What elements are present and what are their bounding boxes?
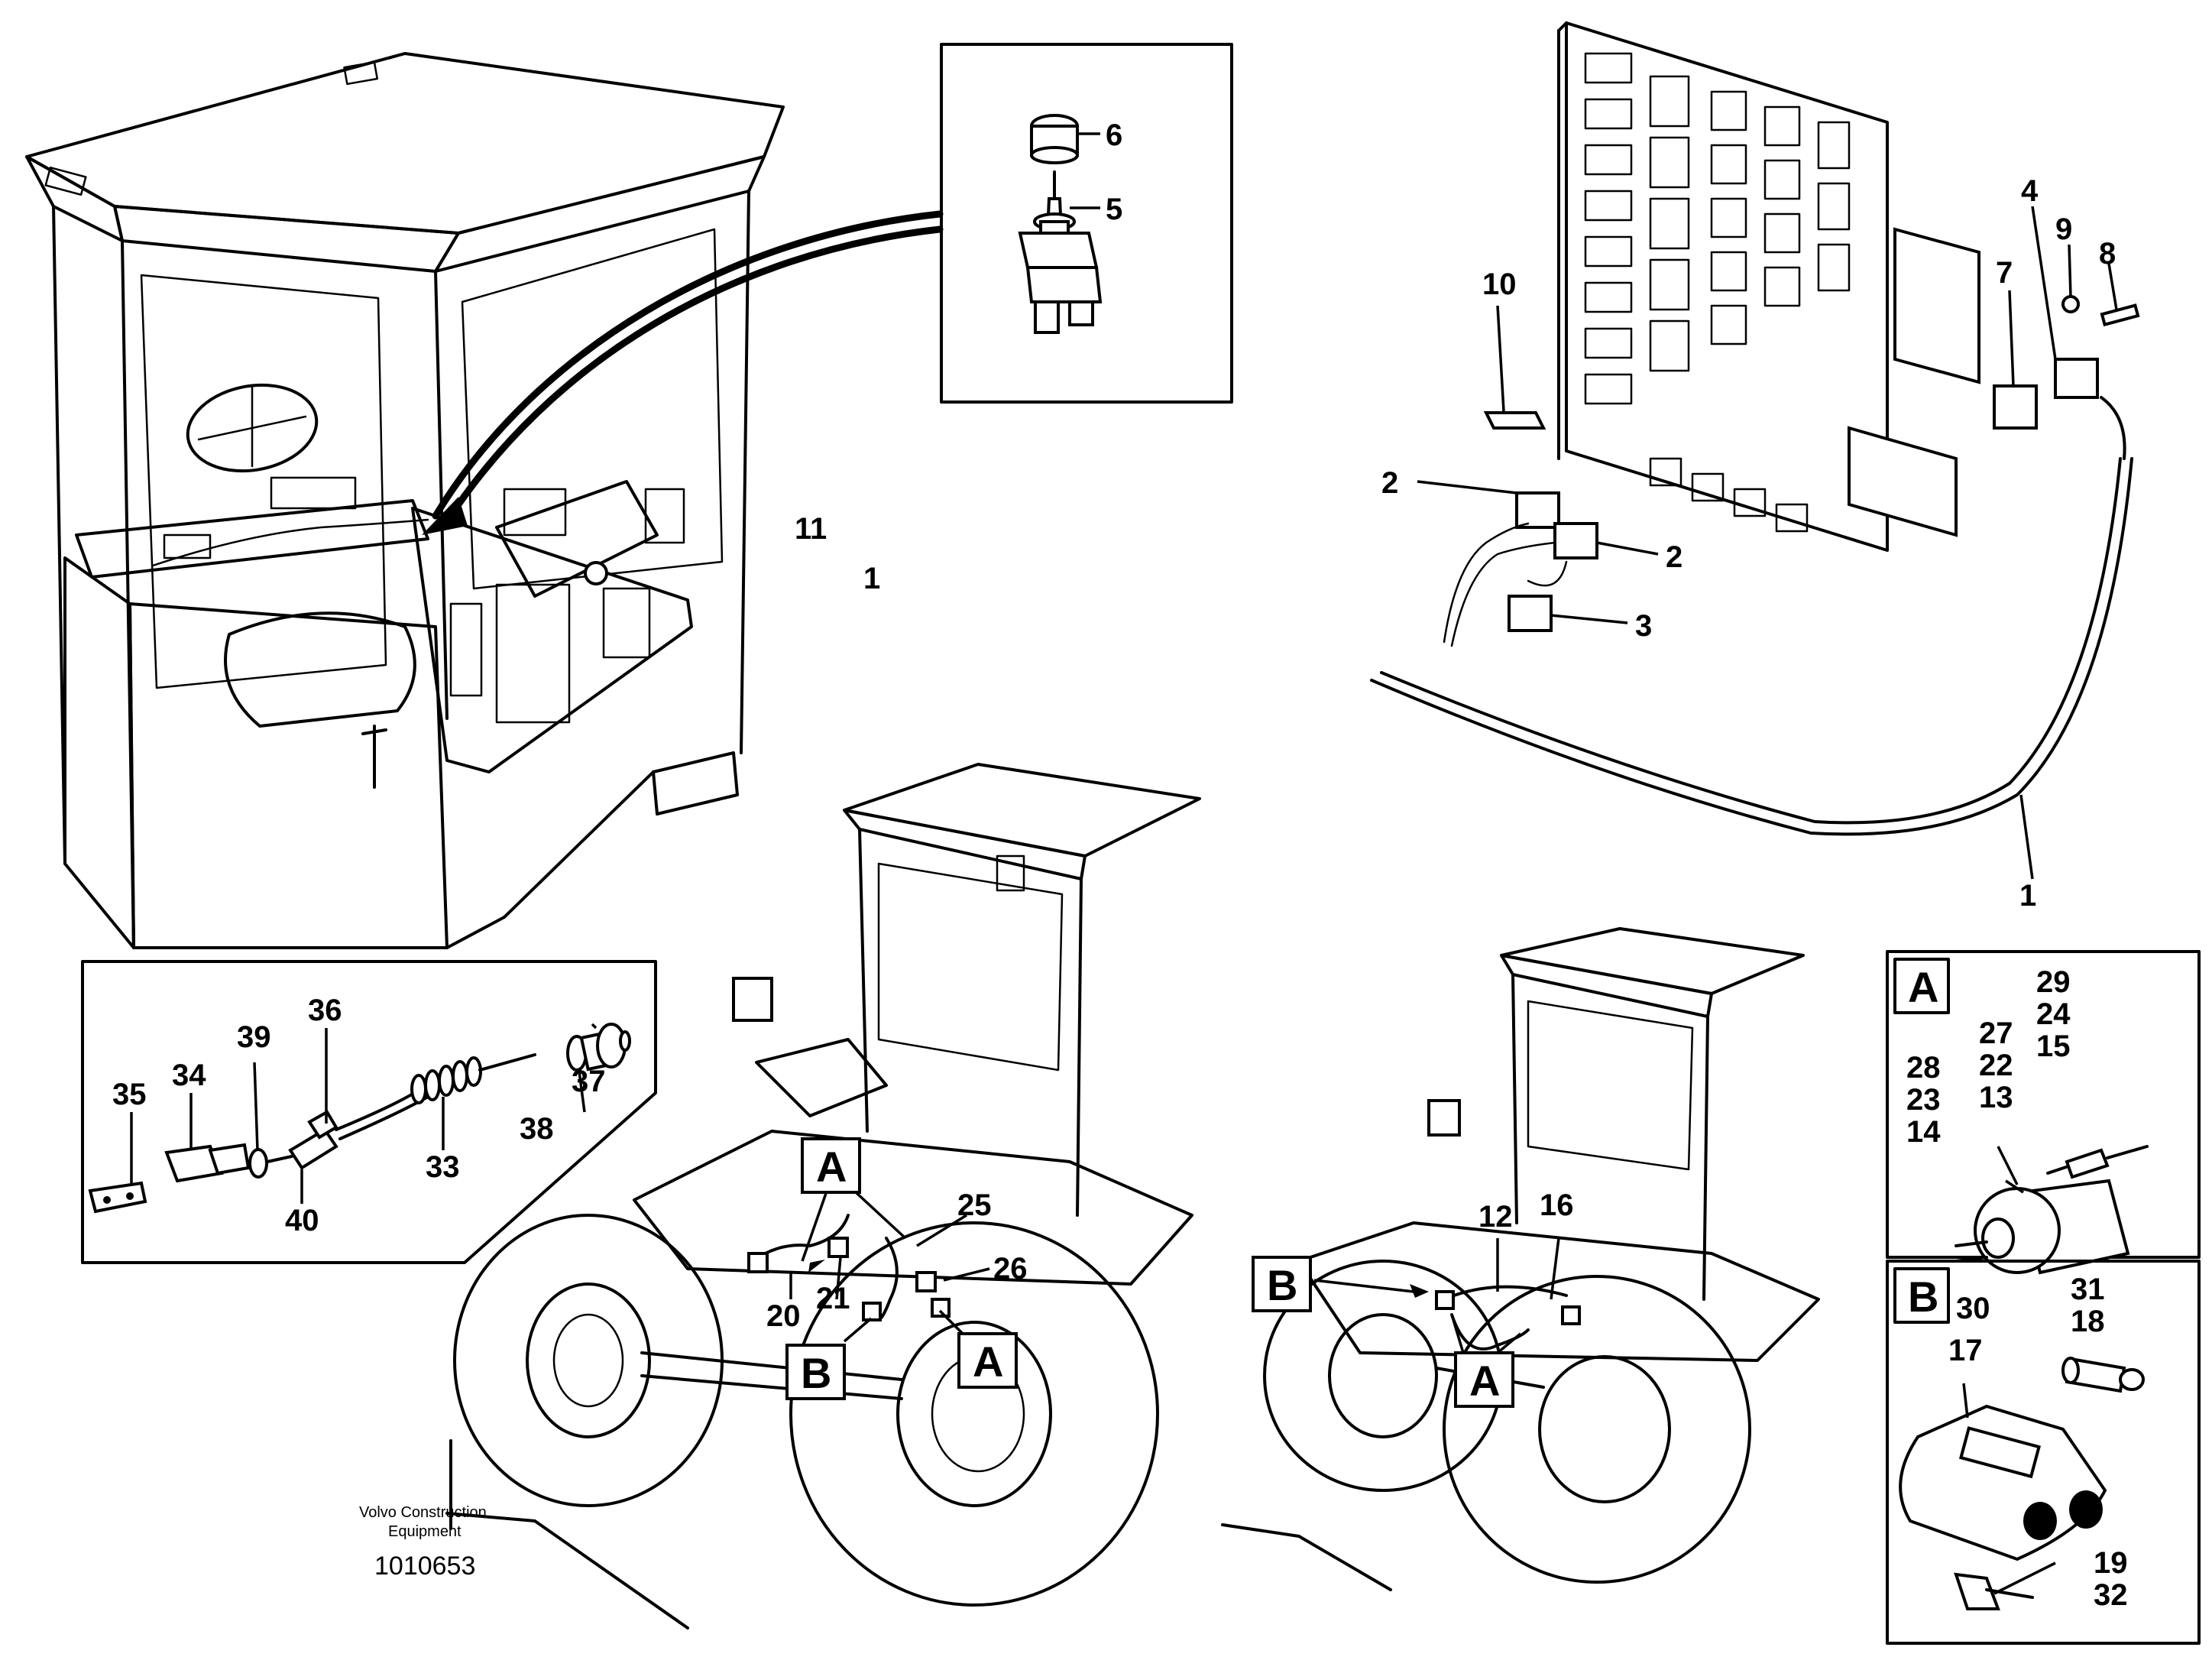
machine-front-view — [445, 763, 1201, 1629]
callout-8: 8 — [2099, 237, 2116, 271]
callout-6: 6 — [1106, 118, 1122, 152]
callout-5: 5 — [1106, 193, 1122, 226]
section-label-a-right: A — [1469, 1357, 1500, 1405]
callout-2-right: 2 — [1666, 540, 1682, 574]
callout-26: 26 — [993, 1252, 1028, 1286]
callout-1-panel: 1 — [2019, 879, 2036, 913]
central-electric-unit — [1557, 21, 1980, 552]
callout-16: 16 — [1540, 1188, 1574, 1222]
callout-33: 33 — [426, 1150, 460, 1184]
detail-b-label: B — [1908, 1273, 1938, 1321]
drawing-number: 1010653 — [374, 1552, 475, 1581]
callout-2-left: 2 — [1381, 466, 1398, 500]
callout-10: 10 — [1482, 268, 1517, 301]
callout-34: 34 — [172, 1059, 206, 1092]
section-label-b-right: B — [1267, 1261, 1297, 1309]
brand-line-2: Equipment — [388, 1523, 462, 1540]
relay-7 — [1993, 384, 2038, 430]
callout-14: 14 — [1906, 1115, 1941, 1149]
callout-4: 4 — [2021, 174, 2039, 208]
brand-line-1: Volvo Construction — [359, 1504, 487, 1521]
callout-38: 38 — [520, 1112, 554, 1146]
callout-1-cab: 1 — [863, 562, 880, 595]
detail-a-panel — [1886, 950, 2201, 1275]
screw-8 — [2100, 303, 2140, 327]
callout-7: 7 — [1996, 256, 2013, 290]
detail-a-label: A — [1908, 963, 1938, 1011]
callout-15: 15 — [2036, 1030, 2071, 1063]
machine-rear-view — [1221, 927, 1820, 1591]
callout-18: 18 — [2071, 1305, 2105, 1338]
connector-10 — [1483, 411, 1546, 430]
callout-19: 19 — [2094, 1546, 2128, 1580]
callout-12: 12 — [1478, 1200, 1513, 1234]
sensor-inset — [81, 960, 657, 1264]
callout-37: 37 — [572, 1065, 606, 1098]
callout-30: 30 — [1956, 1292, 1990, 1325]
holder-4 — [2054, 358, 2099, 399]
callout-25: 25 — [957, 1188, 992, 1222]
callout-31: 31 — [2071, 1273, 2105, 1306]
callout-21: 21 — [816, 1282, 850, 1315]
callout-36: 36 — [308, 994, 342, 1027]
section-label-a-main: A — [816, 1143, 847, 1191]
callout-22: 22 — [1979, 1049, 2013, 1082]
switch-inset — [940, 43, 1233, 404]
callout-11: 11 — [795, 512, 827, 546]
callout-3: 3 — [1635, 609, 1652, 643]
washer-9 — [2061, 295, 2080, 313]
detail-b-panel — [1886, 1260, 2201, 1645]
section-label-b-main: B — [801, 1349, 831, 1397]
connector-2b — [1553, 522, 1598, 559]
callout-23: 23 — [1906, 1083, 1941, 1117]
connector-3 — [1508, 595, 1553, 632]
operator-cab — [25, 52, 785, 949]
callout-24: 24 — [2036, 997, 2071, 1031]
connector-2a — [1515, 491, 1560, 529]
callout-39: 39 — [237, 1020, 271, 1054]
callout-13: 13 — [1979, 1081, 2013, 1114]
callout-20: 20 — [766, 1299, 801, 1333]
callout-32: 32 — [2094, 1578, 2128, 1612]
section-label-a-lower: A — [973, 1338, 1003, 1386]
callout-35: 35 — [112, 1078, 147, 1111]
callout-27: 27 — [1979, 1017, 2013, 1050]
callout-9: 9 — [2055, 212, 2072, 246]
callout-17: 17 — [1948, 1334, 1983, 1367]
callout-29: 29 — [2036, 965, 2071, 999]
callout-40: 40 — [285, 1204, 319, 1237]
callout-28: 28 — [1906, 1051, 1941, 1085]
